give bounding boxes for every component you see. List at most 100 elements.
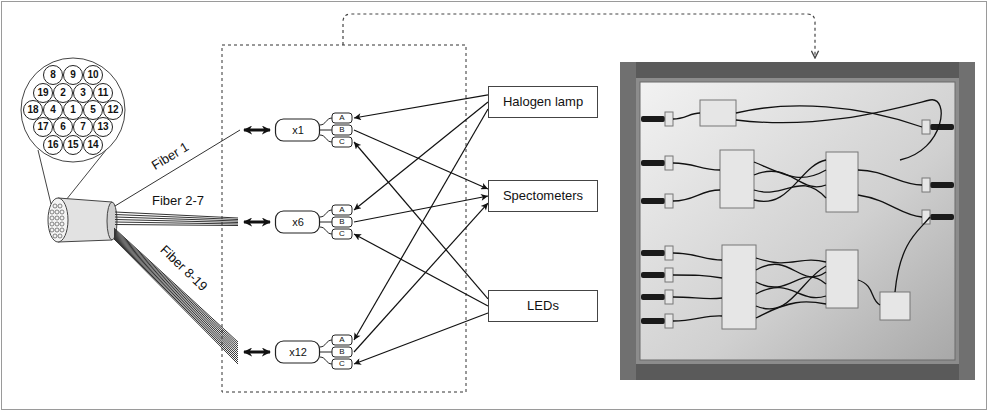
enclosure-photo-part-part [880, 292, 910, 320]
port-letter: B [339, 125, 344, 135]
fiber-cable-part [48, 198, 68, 242]
enclosure-photo-part [620, 364, 975, 380]
connector-count: x12 [276, 341, 320, 363]
enclosure-photo-part [641, 116, 954, 324]
bundle-outline [21, 58, 125, 204]
port-letter: A [339, 113, 344, 123]
fiber-cable-part-part [58, 204, 62, 208]
enclosure-photo-part-part [665, 112, 673, 126]
enclosure-photo-part-part [756, 258, 826, 263]
device-name: Spectometers [503, 181, 583, 211]
enclosure-photo-part-part [673, 190, 720, 201]
fiber-number: 9 [70, 70, 76, 80]
signal-arrow [354, 142, 488, 299]
signal-arrow [354, 130, 488, 189]
enclosure-photo-part [620, 62, 975, 78]
enclosure-photo-part [620, 62, 636, 380]
connector-shape [332, 217, 352, 227]
bundle-outline-part [38, 150, 51, 204]
connector-shape [320, 352, 332, 353]
enclosure-photo-part-part [665, 268, 673, 282]
port-letter: A [339, 335, 344, 345]
enclosure-photo-part-part [930, 124, 954, 130]
fiber-lines-part [115, 225, 238, 226]
connector-shape [332, 229, 352, 239]
device-box: Spectometers [488, 180, 598, 212]
port-letter: C [339, 137, 345, 147]
fiber-label: Fiber 8-19 [157, 242, 210, 294]
device-box: LEDs [488, 290, 598, 322]
fiber-lines-part [114, 235, 238, 356]
connector-shape [320, 130, 332, 131]
enclosure-photo-part-part [720, 150, 754, 208]
dotted-link [343, 14, 815, 58]
double-arrow-part [244, 351, 270, 354]
fiber-number: 3 [80, 88, 86, 98]
enclosure-photo-part-part [756, 302, 826, 318]
enclosure-photo-part-part [641, 318, 665, 324]
double-arrow-part [244, 129, 270, 132]
fiber-lines-part [114, 231, 238, 348]
enclosure-photo-part-part [641, 250, 665, 256]
device-box: Halogen lamp [488, 86, 598, 118]
fiber-label: Fiber 2-7 [152, 193, 204, 208]
connector-shape [332, 335, 352, 345]
enclosure-photo [620, 62, 975, 380]
enclosure-photo-part-part [641, 294, 665, 300]
port-letter: B [339, 217, 344, 227]
fiber-cable-part-part [50, 210, 54, 214]
fiber-cable-part-part [53, 234, 57, 238]
enclosure-photo-part-part [756, 277, 826, 287]
connector-shape [332, 125, 352, 135]
fiber-cable-part-part [50, 228, 54, 232]
enclosure-photo-part [640, 82, 955, 360]
connector-shape [320, 227, 332, 234]
fiber-number: 12 [107, 105, 118, 115]
fiber-number: 14 [87, 140, 98, 150]
connector-shape [320, 210, 332, 217]
connector-shape [320, 357, 332, 364]
fiber-cable-part-part [55, 216, 59, 220]
connector-shape [276, 211, 320, 233]
fiber-number: 6 [60, 122, 66, 132]
fiber-cable-part [50, 204, 64, 238]
dotted-link-part [343, 14, 815, 58]
fiber-number: 10 [87, 70, 98, 80]
enclosure-photo-part-part [673, 316, 722, 321]
connector-shape [320, 118, 332, 125]
signal-arrow [354, 95, 488, 118]
signal-arrow [354, 313, 488, 364]
fiber-lines-part [114, 232, 238, 350]
connector-shape [276, 341, 320, 363]
connector-shape [332, 347, 352, 357]
fiber-circle: 14 [83, 135, 103, 155]
fiber-cable-part-part [60, 228, 64, 232]
fiber-cable-part-part [60, 222, 64, 226]
fiber-lines-part [114, 238, 238, 362]
fiber-number: 11 [98, 88, 109, 98]
connector-count: x1 [276, 119, 320, 141]
enclosure-photo-part-part [665, 194, 673, 208]
connector-shape [332, 205, 352, 215]
enclosure-photo-part-part [641, 272, 665, 278]
enclosure-photo-part-part [930, 182, 954, 188]
enclosure-photo-part-part [665, 246, 673, 260]
fiber-cable-part-part [50, 222, 54, 226]
enclosure-photo-part-part [641, 160, 665, 166]
enclosure-photo-part-part [858, 195, 922, 217]
fiber-number: 2 [60, 88, 66, 98]
signal-arrow [354, 203, 488, 352]
device-name: Halogen lamp [503, 87, 583, 117]
connector-count: x6 [276, 211, 320, 233]
fiber-cable-part-part [53, 204, 57, 208]
enclosure-photo-part-part [930, 214, 954, 220]
enclosure-photo-part-part [673, 163, 720, 170]
fiber-cable-part-part [55, 222, 59, 226]
enclosure-photo-part-part [756, 288, 826, 298]
fiber-number: 15 [67, 140, 78, 150]
bundle-outline-part [21, 58, 125, 162]
port-letter: A [339, 205, 344, 215]
